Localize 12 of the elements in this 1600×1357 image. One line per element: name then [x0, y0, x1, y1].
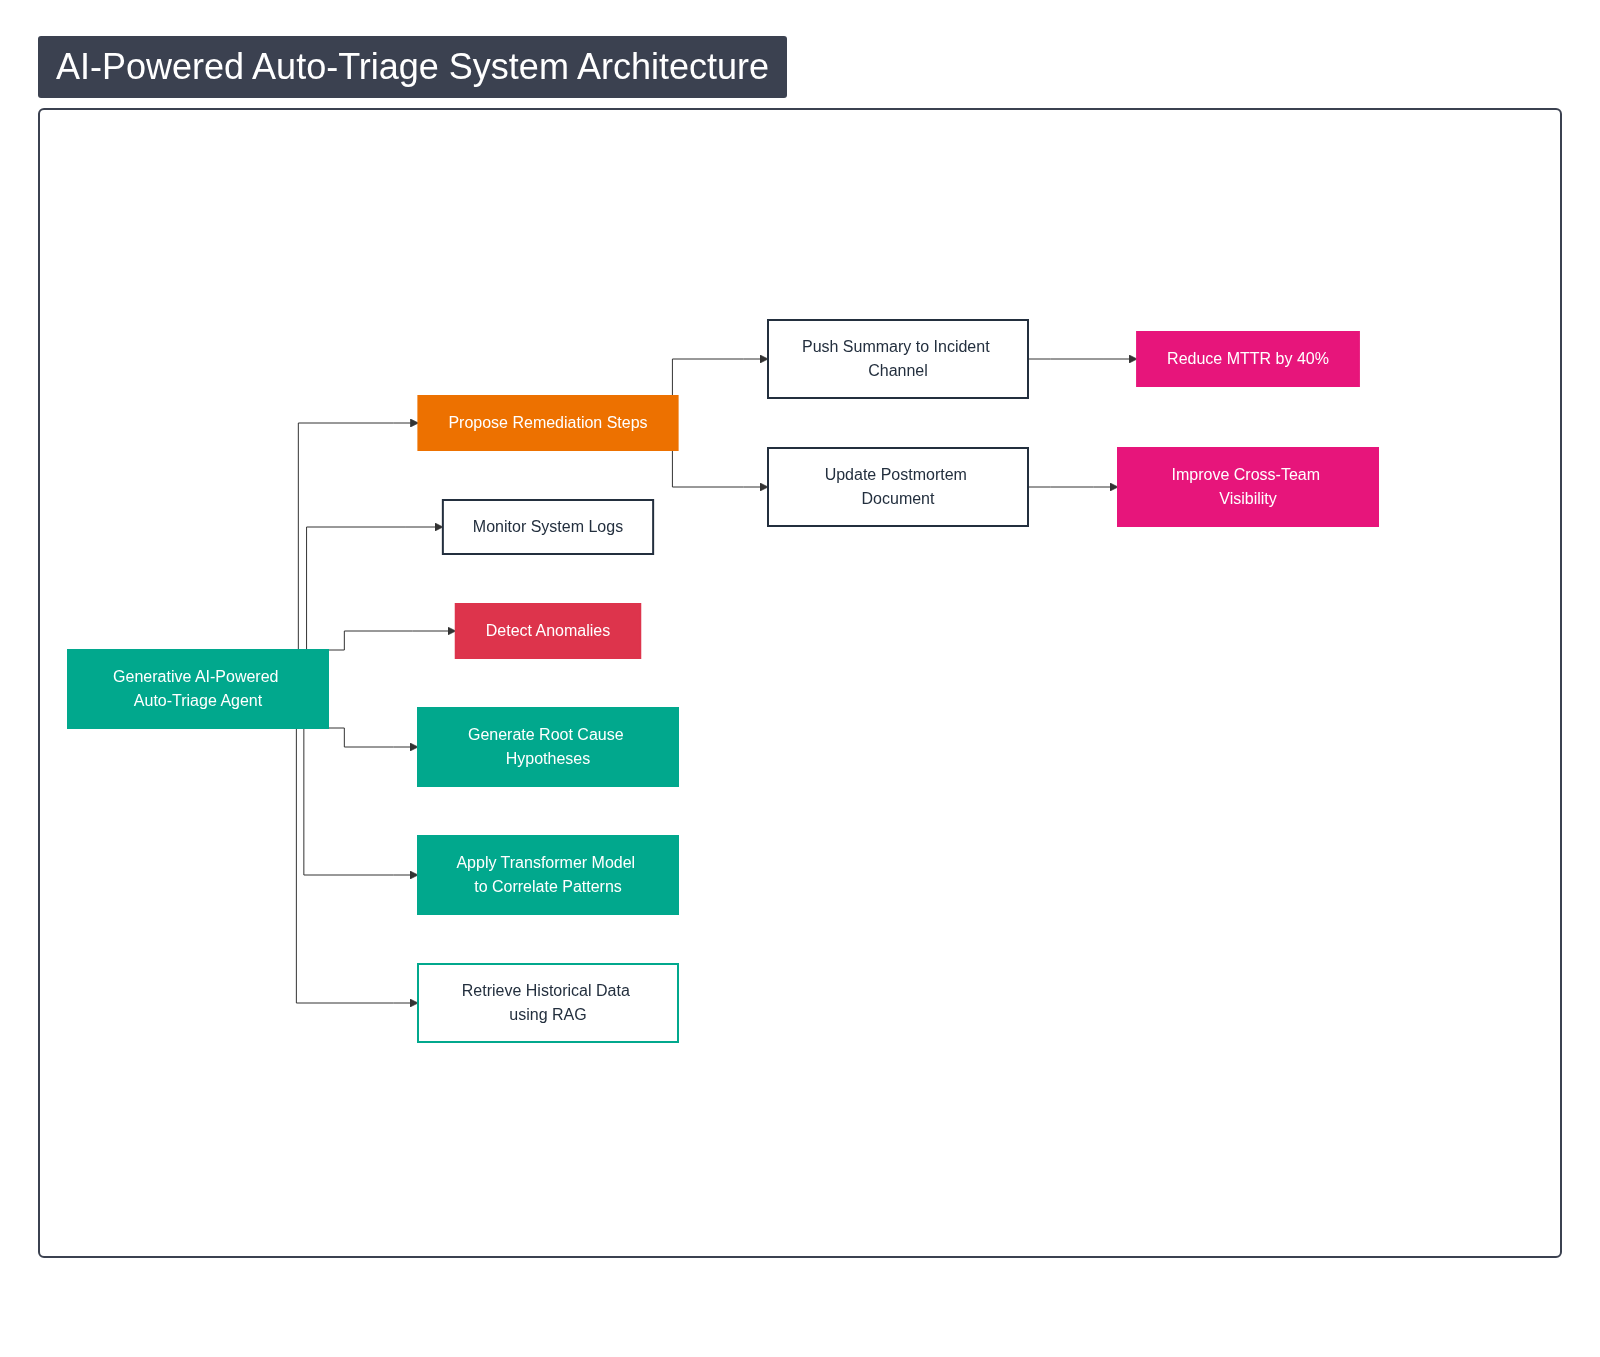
node-box: Update Postmortem Document [767, 447, 1029, 527]
node-box: Retrieve Historical Data using RAG [417, 963, 679, 1043]
node-box: Apply Transformer Model to Correlate Patterns [417, 835, 679, 915]
node-box: Generative AI-Powered Auto-Triage Agent [67, 649, 329, 729]
node-box: Reduce MTTR by 40% [1136, 331, 1360, 387]
node-box: Improve Cross-Team Visibility [1117, 447, 1379, 527]
node-box: Generate Root Cause Hypotheses [417, 707, 679, 787]
node-box: Push Summary to Incident Channel [767, 319, 1029, 399]
diagram-title: AI-Powered Auto-Triage System Architecture [38, 36, 787, 98]
node-box: Propose Remediation Steps [417, 395, 679, 451]
node-box: Monitor System Logs [441, 499, 655, 555]
node-box: Detect Anomalies [454, 603, 642, 659]
